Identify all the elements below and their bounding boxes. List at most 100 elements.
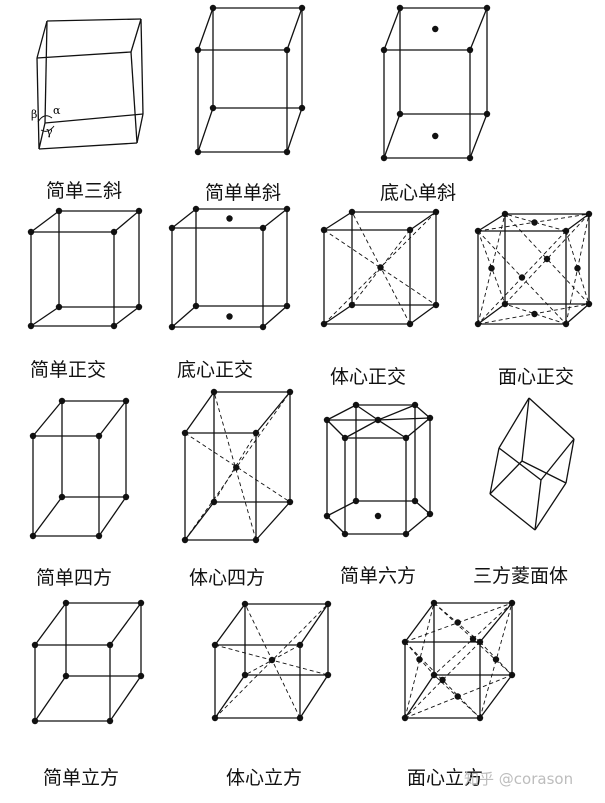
corner-point bbox=[402, 434, 410, 442]
edge-line bbox=[30, 210, 60, 233]
edge-line bbox=[326, 404, 357, 421]
corner-point bbox=[259, 323, 267, 331]
edge-line bbox=[30, 306, 60, 327]
corner-point bbox=[209, 104, 217, 112]
edge-line bbox=[469, 113, 488, 159]
corner-point bbox=[106, 717, 114, 725]
edge-line bbox=[469, 7, 488, 51]
face-center-point bbox=[469, 635, 477, 643]
corner-point bbox=[27, 228, 35, 236]
corner-point bbox=[283, 46, 291, 54]
angle-arc bbox=[37, 115, 55, 132]
diagonal-line bbox=[213, 391, 257, 541]
face-center-point bbox=[416, 656, 423, 663]
base-center-point bbox=[226, 215, 233, 222]
diagonal-line bbox=[184, 391, 291, 541]
corner-point bbox=[110, 322, 118, 330]
base-center-point bbox=[432, 25, 439, 33]
edge-line bbox=[130, 18, 142, 53]
corner-point bbox=[55, 303, 63, 311]
corner-point bbox=[380, 46, 388, 54]
corner-point bbox=[31, 717, 39, 725]
corner-point bbox=[106, 641, 114, 649]
body-center-point bbox=[233, 464, 240, 471]
label-tetragonal-simple: 简单四方 bbox=[36, 567, 113, 589]
edge-line bbox=[521, 460, 567, 484]
diagonal-line bbox=[504, 303, 567, 325]
corner-point bbox=[27, 322, 35, 330]
edge-line bbox=[197, 7, 214, 51]
edge-line bbox=[489, 460, 523, 495]
edge-line bbox=[565, 438, 575, 484]
label-monoclinic-simple: 简单单斜 bbox=[205, 182, 282, 204]
corner-point bbox=[426, 414, 434, 422]
edge-line bbox=[286, 7, 303, 51]
edge-line bbox=[479, 602, 513, 643]
corner-point bbox=[137, 599, 145, 607]
corner-point bbox=[298, 4, 306, 12]
corner-point bbox=[62, 599, 70, 607]
edge-line bbox=[565, 303, 590, 325]
corner-point bbox=[95, 532, 103, 540]
corner-point bbox=[466, 46, 474, 54]
corner-point bbox=[466, 154, 474, 162]
label-monoclinic-base: 底心单斜 bbox=[380, 182, 457, 204]
face-center-point bbox=[454, 693, 461, 700]
edge-line bbox=[326, 419, 346, 439]
lattice-cubic-simple bbox=[31, 599, 145, 725]
edge-line bbox=[255, 391, 291, 434]
edge-line bbox=[38, 122, 46, 150]
corner-point bbox=[396, 110, 404, 118]
lattice-monoclinic-simple bbox=[194, 4, 306, 156]
face-center-point bbox=[543, 255, 551, 263]
label-cubic-body: 体心立方 bbox=[226, 767, 303, 789]
edge-line bbox=[214, 603, 246, 646]
diagonal-line bbox=[351, 229, 411, 306]
edge-line bbox=[404, 674, 435, 719]
label-orthorhombic-face: 面心正交 bbox=[498, 366, 575, 388]
edge-line bbox=[44, 113, 144, 124]
corner-point bbox=[352, 401, 360, 409]
corner-point bbox=[135, 303, 143, 311]
edge-line bbox=[528, 397, 575, 440]
corner-point bbox=[210, 388, 218, 396]
label-orthorhombic-base: 底心正交 bbox=[177, 359, 254, 381]
edge-line bbox=[479, 674, 513, 719]
diagonal-line bbox=[404, 641, 481, 719]
corner-point bbox=[323, 416, 331, 424]
face-center-point bbox=[454, 619, 461, 626]
edge-line bbox=[214, 674, 246, 719]
corner-point bbox=[323, 512, 331, 520]
corner-point bbox=[122, 397, 130, 405]
edge-line bbox=[98, 400, 127, 437]
diagonal-line bbox=[404, 641, 481, 719]
spoke-line bbox=[355, 404, 379, 421]
edge-line bbox=[299, 674, 329, 719]
corner-point bbox=[29, 532, 37, 540]
edge-line bbox=[109, 602, 142, 646]
edge-line bbox=[109, 675, 142, 722]
edge-line bbox=[323, 304, 353, 325]
corner-point bbox=[137, 672, 145, 680]
diagonal-line bbox=[433, 602, 513, 676]
label-rhombohedral: 三方菱面体 bbox=[473, 565, 569, 587]
lattice-orthorhombic-body bbox=[320, 208, 440, 328]
edge-line bbox=[405, 513, 431, 535]
edge-line bbox=[171, 305, 197, 328]
corner-point bbox=[396, 4, 404, 12]
edge-line bbox=[36, 51, 132, 59]
face-center-point bbox=[439, 676, 446, 684]
label-tetragonal-body: 体心四方 bbox=[189, 567, 266, 589]
label-hexagonal-simple: 简单六方 bbox=[340, 565, 417, 587]
label-cubic-face: 面心立方 bbox=[407, 767, 484, 789]
face-center-point bbox=[518, 274, 526, 281]
corner-point bbox=[411, 401, 419, 409]
edge-line bbox=[32, 400, 63, 437]
lattice-tetragonal-simple bbox=[29, 397, 130, 540]
edge-line bbox=[98, 496, 127, 537]
edge-line bbox=[34, 675, 67, 722]
body-center-point bbox=[268, 656, 276, 664]
edge-line bbox=[326, 500, 357, 517]
edge-line bbox=[409, 304, 437, 325]
edge-line bbox=[323, 211, 353, 231]
